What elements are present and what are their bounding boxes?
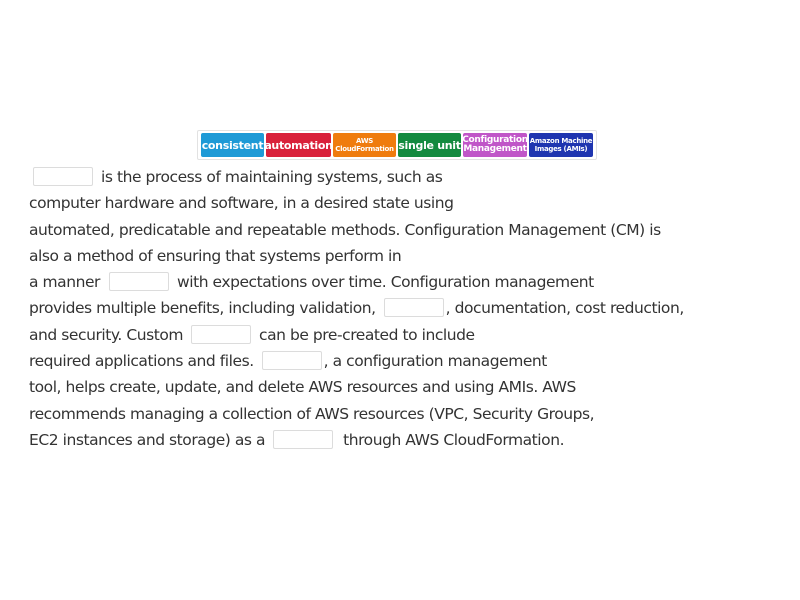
tile-amazon-machine-images[interactable]: Amazon Machine Images (AMIs) [529,133,593,157]
passage-line: EC2 instances and storage) as a through A… [29,427,789,453]
passage-line: a manner with expectations over time. Con… [29,269,789,295]
passage-text: EC2 instances and storage) as a [29,430,266,449]
passage-text: , a configuration management [323,352,548,371]
tile-label-line2: CloudFormation [335,145,394,153]
blank-6[interactable] [273,429,334,449]
tile-label-line2: Management [463,144,527,154]
passage-line: is the process of maintaining systems, s… [29,164,789,190]
passage-text: tool, helps create, update, and delete A… [29,378,576,397]
tile-label-line1: Configuration [462,135,528,145]
passage-text: can be pre-created to include [259,325,475,344]
tile-automation[interactable]: automation [264,133,333,157]
passage-text: computer hardware and software, in a des… [29,194,454,213]
passage-line: and security. Custom can be pre-created t… [29,322,789,348]
passage-line: tool, helps create, update, and delete A… [29,374,789,400]
tile-single-unit[interactable]: single unit [398,133,461,157]
tile-label-line2: Images (AMIs) [534,145,588,153]
passage-text: , documentation, cost reduction, [445,299,685,318]
tile-aws-cloudformation[interactable]: AWS CloudFormation [333,133,396,157]
passage-line: provides multiple benefits, including va… [29,295,789,321]
passage-line: required applications and files. , a conf… [29,348,789,374]
blank-4[interactable] [191,324,251,344]
tile-bank: consistent automation AWS CloudFormation… [197,130,597,160]
passage-text: with expectations over time. Configurati… [176,273,594,292]
blank-2[interactable] [108,272,169,292]
passage-text: also a method of ensuring that systems p… [29,246,402,265]
tile-configuration-management[interactable]: Configuration Management [462,133,528,157]
passage-text: is the process of maintaining systems, s… [101,168,443,186]
blank-5[interactable] [261,351,322,371]
tile-consistent[interactable]: consistent [201,133,264,157]
cloze-passage: is the process of maintaining systems, s… [29,164,789,453]
passage-text: through AWS CloudFormation. [343,430,565,449]
passage-text: recommends managing a collection of AWS … [29,404,595,423]
passage-line: recommends managing a collection of AWS … [29,401,789,427]
passage-line: also a method of ensuring that systems p… [29,243,789,269]
passage-line: computer hardware and software, in a des… [29,190,789,216]
blank-1[interactable] [33,167,93,186]
passage-text: required applications and files. [29,352,254,371]
passage-text: automated, predicatable and repeatable m… [29,220,661,239]
passage-line: automated, predicatable and repeatable m… [29,217,789,243]
passage-text: a manner [29,273,100,292]
tile-label-line1: Amazon Machine [529,137,593,145]
blank-3[interactable] [383,298,444,318]
passage-text: provides multiple benefits, including va… [29,299,376,318]
tile-label-line1: AWS [356,137,373,145]
passage-text: and security. Custom [29,325,183,344]
